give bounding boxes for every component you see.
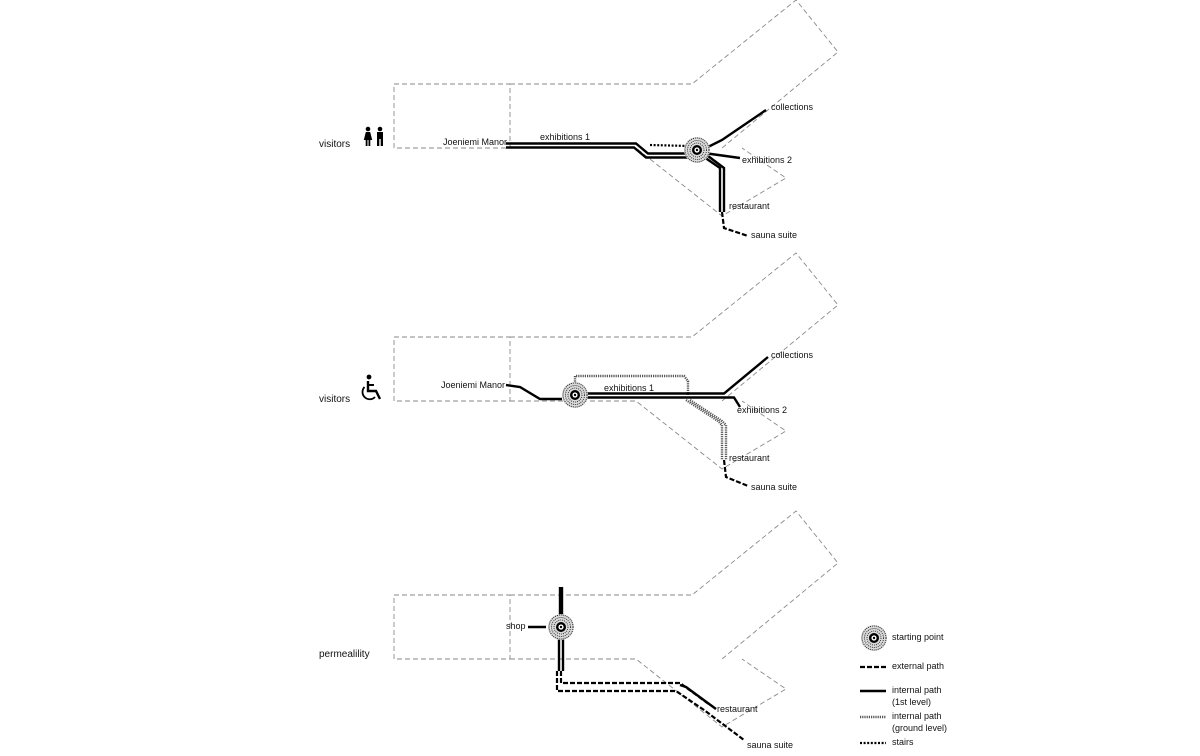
label-shop: shop [506,621,526,631]
legend: starting point external path internal pa… [860,624,947,747]
label-manor: Joeniemi Manor [443,137,507,147]
diagram-permeability: permealility shop restaurant sauna suite [319,510,839,750]
legend-starting-point-label: starting point [892,632,944,642]
label-collections: collections [771,350,814,360]
row-label: visitors [319,394,350,405]
starting-point [547,613,575,641]
path-internal-1st [701,109,767,152]
path-internal-1st [506,146,690,159]
row-label: visitors [319,139,350,150]
path-internal-1st [679,683,717,710]
label-exhibitions-1: exhibitions 1 [604,383,654,393]
label-restaurant: restaurant [729,453,770,463]
label-collections: collections [771,102,814,112]
starting-point [561,381,589,409]
legend-internal-path-1st-sublabel: (1st level) [892,697,931,707]
label-restaurant: restaurant [729,201,770,211]
path-internal-ground [685,398,724,460]
label-sauna: sauna suite [751,230,797,240]
legend-starting-point-icon [860,624,888,652]
label-sauna: sauna suite [751,482,797,492]
path-stairs [649,143,691,148]
diagram-visitors-walking: visitors Joeniemi Manor exhibitions 1 co… [319,0,839,240]
label-exhibitions-1: exhibitions 1 [540,132,590,142]
building-outline [393,510,839,728]
legend-internal-path-1st-label: internal path [892,685,942,695]
path-external [720,211,749,238]
path-internal-1st [586,356,769,395]
label-exhibitions-2: exhibitions 2 [737,405,787,415]
path-internal-1st [506,142,690,155]
label-restaurant: restaurant [717,704,758,714]
label-sauna: sauna suite [747,740,793,750]
path-internal-1st [703,151,741,160]
legend-internal-path-ground-sublabel: (ground level) [892,723,947,733]
row-label: permealility [319,649,370,660]
label-manor: Joeniemi Manor [441,380,505,390]
path-internal-1st [586,396,742,408]
starting-point [683,136,711,164]
wheelchair-icon [361,374,382,401]
path-external [722,459,749,488]
path-internal-ground [573,374,690,395]
path-internal-1st [703,156,722,212]
path-external [555,671,745,741]
path-internal-1st [707,155,726,212]
building-outline [393,252,839,470]
diagram-visitors-wheelchair: visitors Joeniemi Manor exhibitions 1 co… [319,252,839,492]
label-exhibitions-2: exhibitions 2 [742,155,792,165]
legend-external-path-label: external path [892,661,944,671]
legend-stairs-label: stairs [892,737,914,747]
path-internal-1st [505,383,562,401]
legend-internal-path-ground-label: internal path [892,711,942,721]
people-icon [363,126,383,146]
path-internal-ground [689,398,728,460]
